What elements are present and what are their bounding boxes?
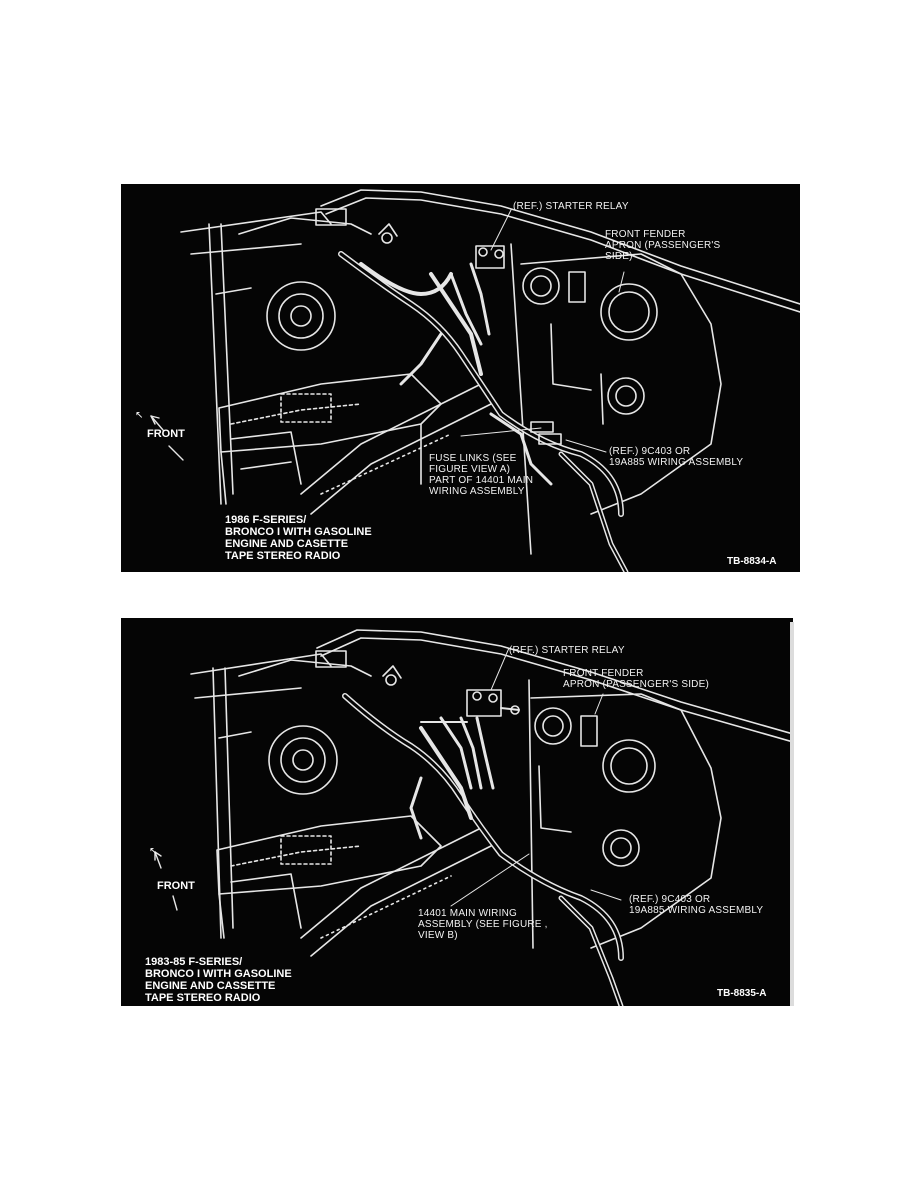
front-direction-label: FRONT (147, 428, 185, 440)
diagram-1986: (REF.) STARTER RELAY FRONT FENDER APRON … (121, 184, 800, 572)
callout-front-fender-apron: FRONT FENDER APRON (PASSENGER'S SIDE) (605, 229, 721, 262)
arrow-up-left-icon: ↖ (135, 410, 144, 421)
diagram-caption: 1983-85 F-SERIES/ BRONCO I WITH GASOLINE… (145, 956, 292, 1004)
callout-wiring-assembly-ref: (REF.) 9C403 OR 19A885 WIRING ASSEMBLY (609, 446, 744, 468)
callout-starter-relay: (REF.) STARTER RELAY (513, 201, 629, 212)
arrow-up-left-icon: ↖ (149, 846, 158, 857)
front-direction-label: FRONT (157, 880, 195, 892)
diagram-1983-85: (REF.) STARTER RELAY FRONT FENDER APRON … (121, 618, 793, 1006)
engine-compartment-illustration (150, 189, 800, 572)
callout-starter-relay: (REF.) STARTER RELAY (509, 645, 625, 656)
callout-fuse-links: FUSE LINKS (SEE FIGURE VIEW A) PART OF 1… (429, 453, 534, 497)
callout-front-fender-apron: FRONT FENDER APRON (PASSENGER'S SIDE) (563, 668, 709, 690)
figure-code: TB-8835-A (717, 988, 767, 999)
panel-edge (790, 622, 794, 1006)
callout-wiring-assembly-ref: (REF.) 9C403 OR 19A885 WIRING ASSEMBLY (629, 894, 764, 916)
diagram-caption: 1986 F-SERIES/ BRONCO I WITH GASOLINE EN… (225, 514, 372, 562)
engine-compartment-illustration (154, 629, 793, 1006)
figure-code: TB-8834-A (727, 556, 777, 567)
callout-main-wiring-assembly: 14401 MAIN WIRING ASSEMBLY (SEE FIGURE ,… (418, 908, 548, 941)
